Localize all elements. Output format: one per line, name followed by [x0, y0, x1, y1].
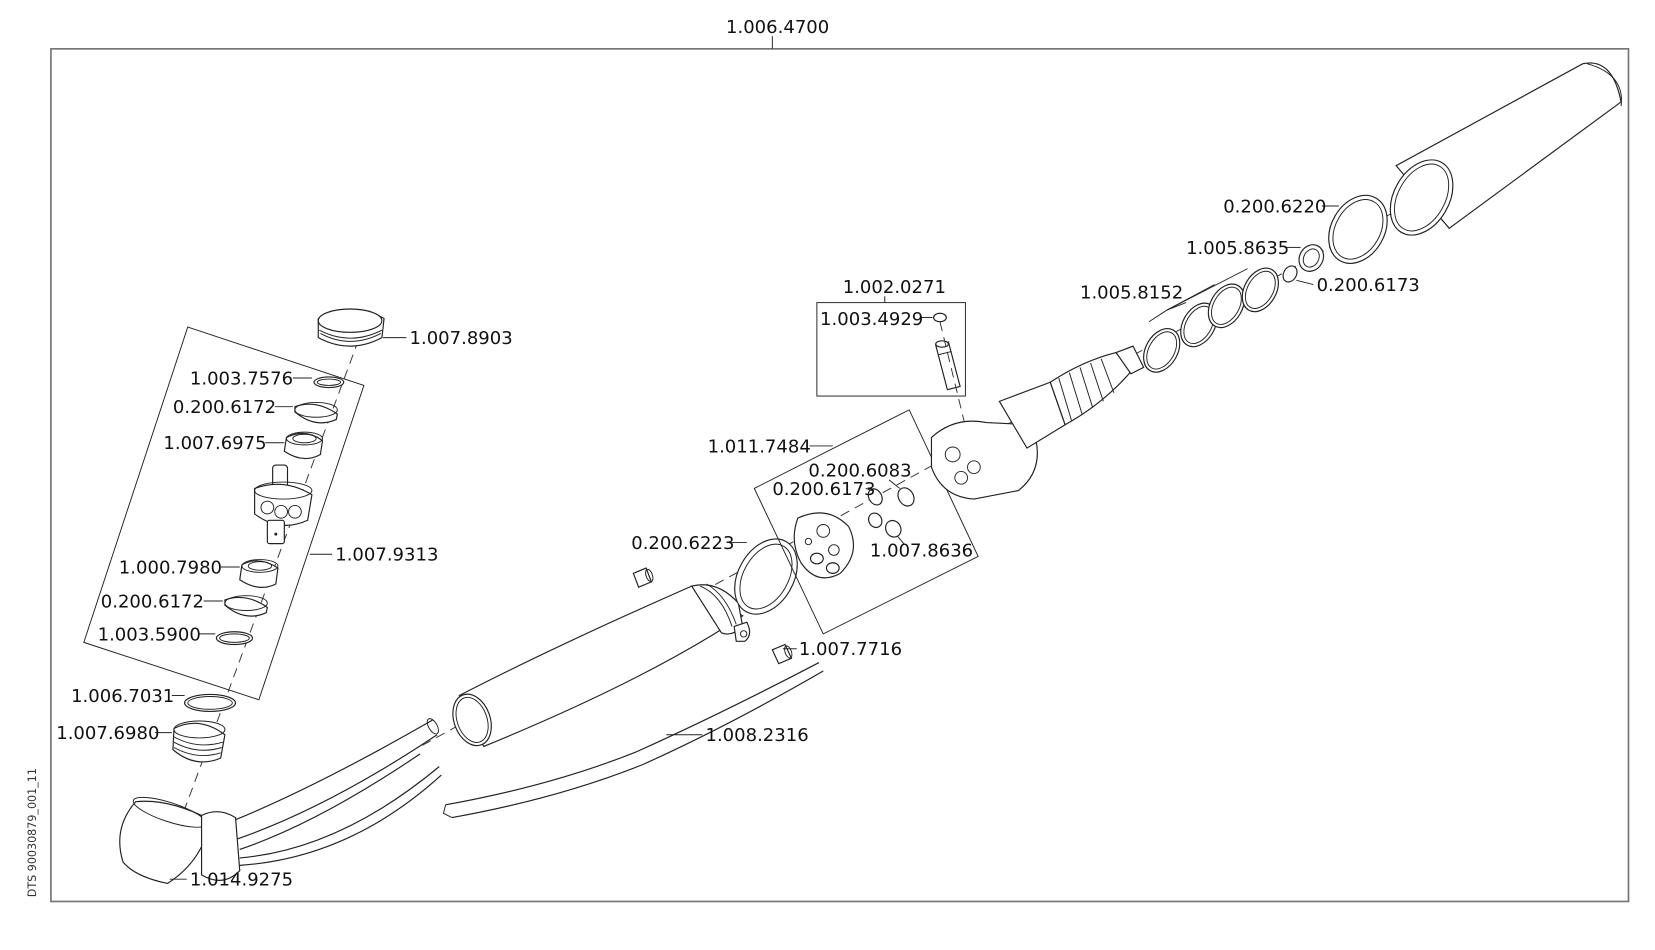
coupling-oring-small-leader — [1296, 279, 1314, 286]
valve-kit-label: 1.011.7484 — [708, 436, 811, 457]
turbine-rotor-part — [254, 464, 313, 545]
oring-top-part — [313, 376, 345, 389]
valve-oring-b-part — [867, 488, 883, 506]
sleeve-end-oring-part — [1328, 194, 1388, 264]
filter-kit-group-box — [816, 302, 966, 397]
valve-kit-group-box — [753, 409, 979, 635]
coupling-ring-label: 1.005.8635 — [1186, 238, 1289, 259]
oring-top-label: 1.003.7576 — [190, 368, 293, 389]
oring-bottom-label: 1.003.5900 — [98, 624, 201, 645]
valve-bushings-label: 1.007.8636 — [870, 540, 973, 561]
head-oring-part — [184, 693, 237, 712]
bearing-top-part — [283, 431, 324, 460]
sleeve-end-oring-label: 0.200.6220 — [1223, 196, 1326, 217]
coupling-oring-small-label: 0.200.6173 — [1317, 275, 1420, 296]
coupling-orings-leader — [1148, 268, 1248, 323]
pin-left-part — [632, 567, 654, 588]
sleeve-oring-part — [734, 538, 798, 615]
valve-plate-part — [793, 512, 855, 579]
head-housing-part — [119, 718, 442, 885]
coupling-orings-part — [1143, 267, 1279, 373]
filter-oring-part — [933, 312, 947, 323]
valve-oring-a-part — [897, 487, 915, 507]
outer-sleeve-part — [1389, 62, 1622, 236]
spring-bottom-part — [224, 595, 268, 617]
bearing-bottom-label: 1.000.7980 — [119, 557, 222, 578]
document-id: DTS 90030879_001_11 — [26, 768, 39, 897]
coupling-ring-part — [1298, 244, 1325, 272]
coupling-oring-small-part — [1282, 265, 1298, 283]
tapered-sleeve-part — [452, 583, 751, 748]
drawing-frame — [50, 47, 1630, 903]
valve-bushings-part — [868, 512, 902, 538]
pin-label: 1.007.7716 — [799, 639, 902, 660]
head-housing-label: 1.014.9275 — [190, 870, 293, 891]
valve-oring-a-leader — [888, 479, 900, 489]
head-nut-label: 1.007.6980 — [56, 723, 159, 744]
filter-oring-label: 1.003.4929 — [820, 309, 923, 330]
head-nut-part — [172, 720, 226, 763]
valve-bushings-leader — [897, 535, 905, 544]
pin-part — [771, 643, 793, 665]
light-rod-label: 1.008.2316 — [705, 725, 808, 746]
rotor-kit-group-box — [83, 326, 365, 701]
sleeve-oring-label: 0.200.6223 — [631, 533, 734, 554]
filter-kit-label: 1.002.0271 — [843, 277, 946, 298]
filter-cartridge-part — [934, 340, 961, 391]
light-rod-part — [442, 662, 824, 819]
bearing-top-label: 1.007.6975 — [163, 433, 266, 454]
valve-oring-b-label: 0.200.6173 — [772, 479, 875, 500]
spring-top-part — [294, 401, 339, 424]
spring-bottom-label: 0.200.6172 — [101, 591, 204, 612]
bearing-bottom-part — [239, 559, 279, 588]
cap-label: 1.007.8903 — [410, 328, 513, 349]
valve-oring-a-label: 0.200.6083 — [808, 461, 911, 482]
head-oring-label: 1.006.7031 — [71, 686, 174, 707]
rotor-kit-label: 1.007.9313 — [335, 545, 438, 566]
coupling-body-part — [930, 345, 1145, 500]
coupling-orings-label: 1.005.8152 — [1080, 282, 1183, 303]
cap-part — [317, 308, 385, 347]
filter-axis — [939, 321, 969, 436]
spring-top-label: 0.200.6172 — [173, 397, 276, 418]
assembly-number: 1.006.4700 — [726, 17, 829, 38]
rotor-axis — [169, 339, 360, 850]
valve-oring-b-leader — [865, 487, 873, 492]
